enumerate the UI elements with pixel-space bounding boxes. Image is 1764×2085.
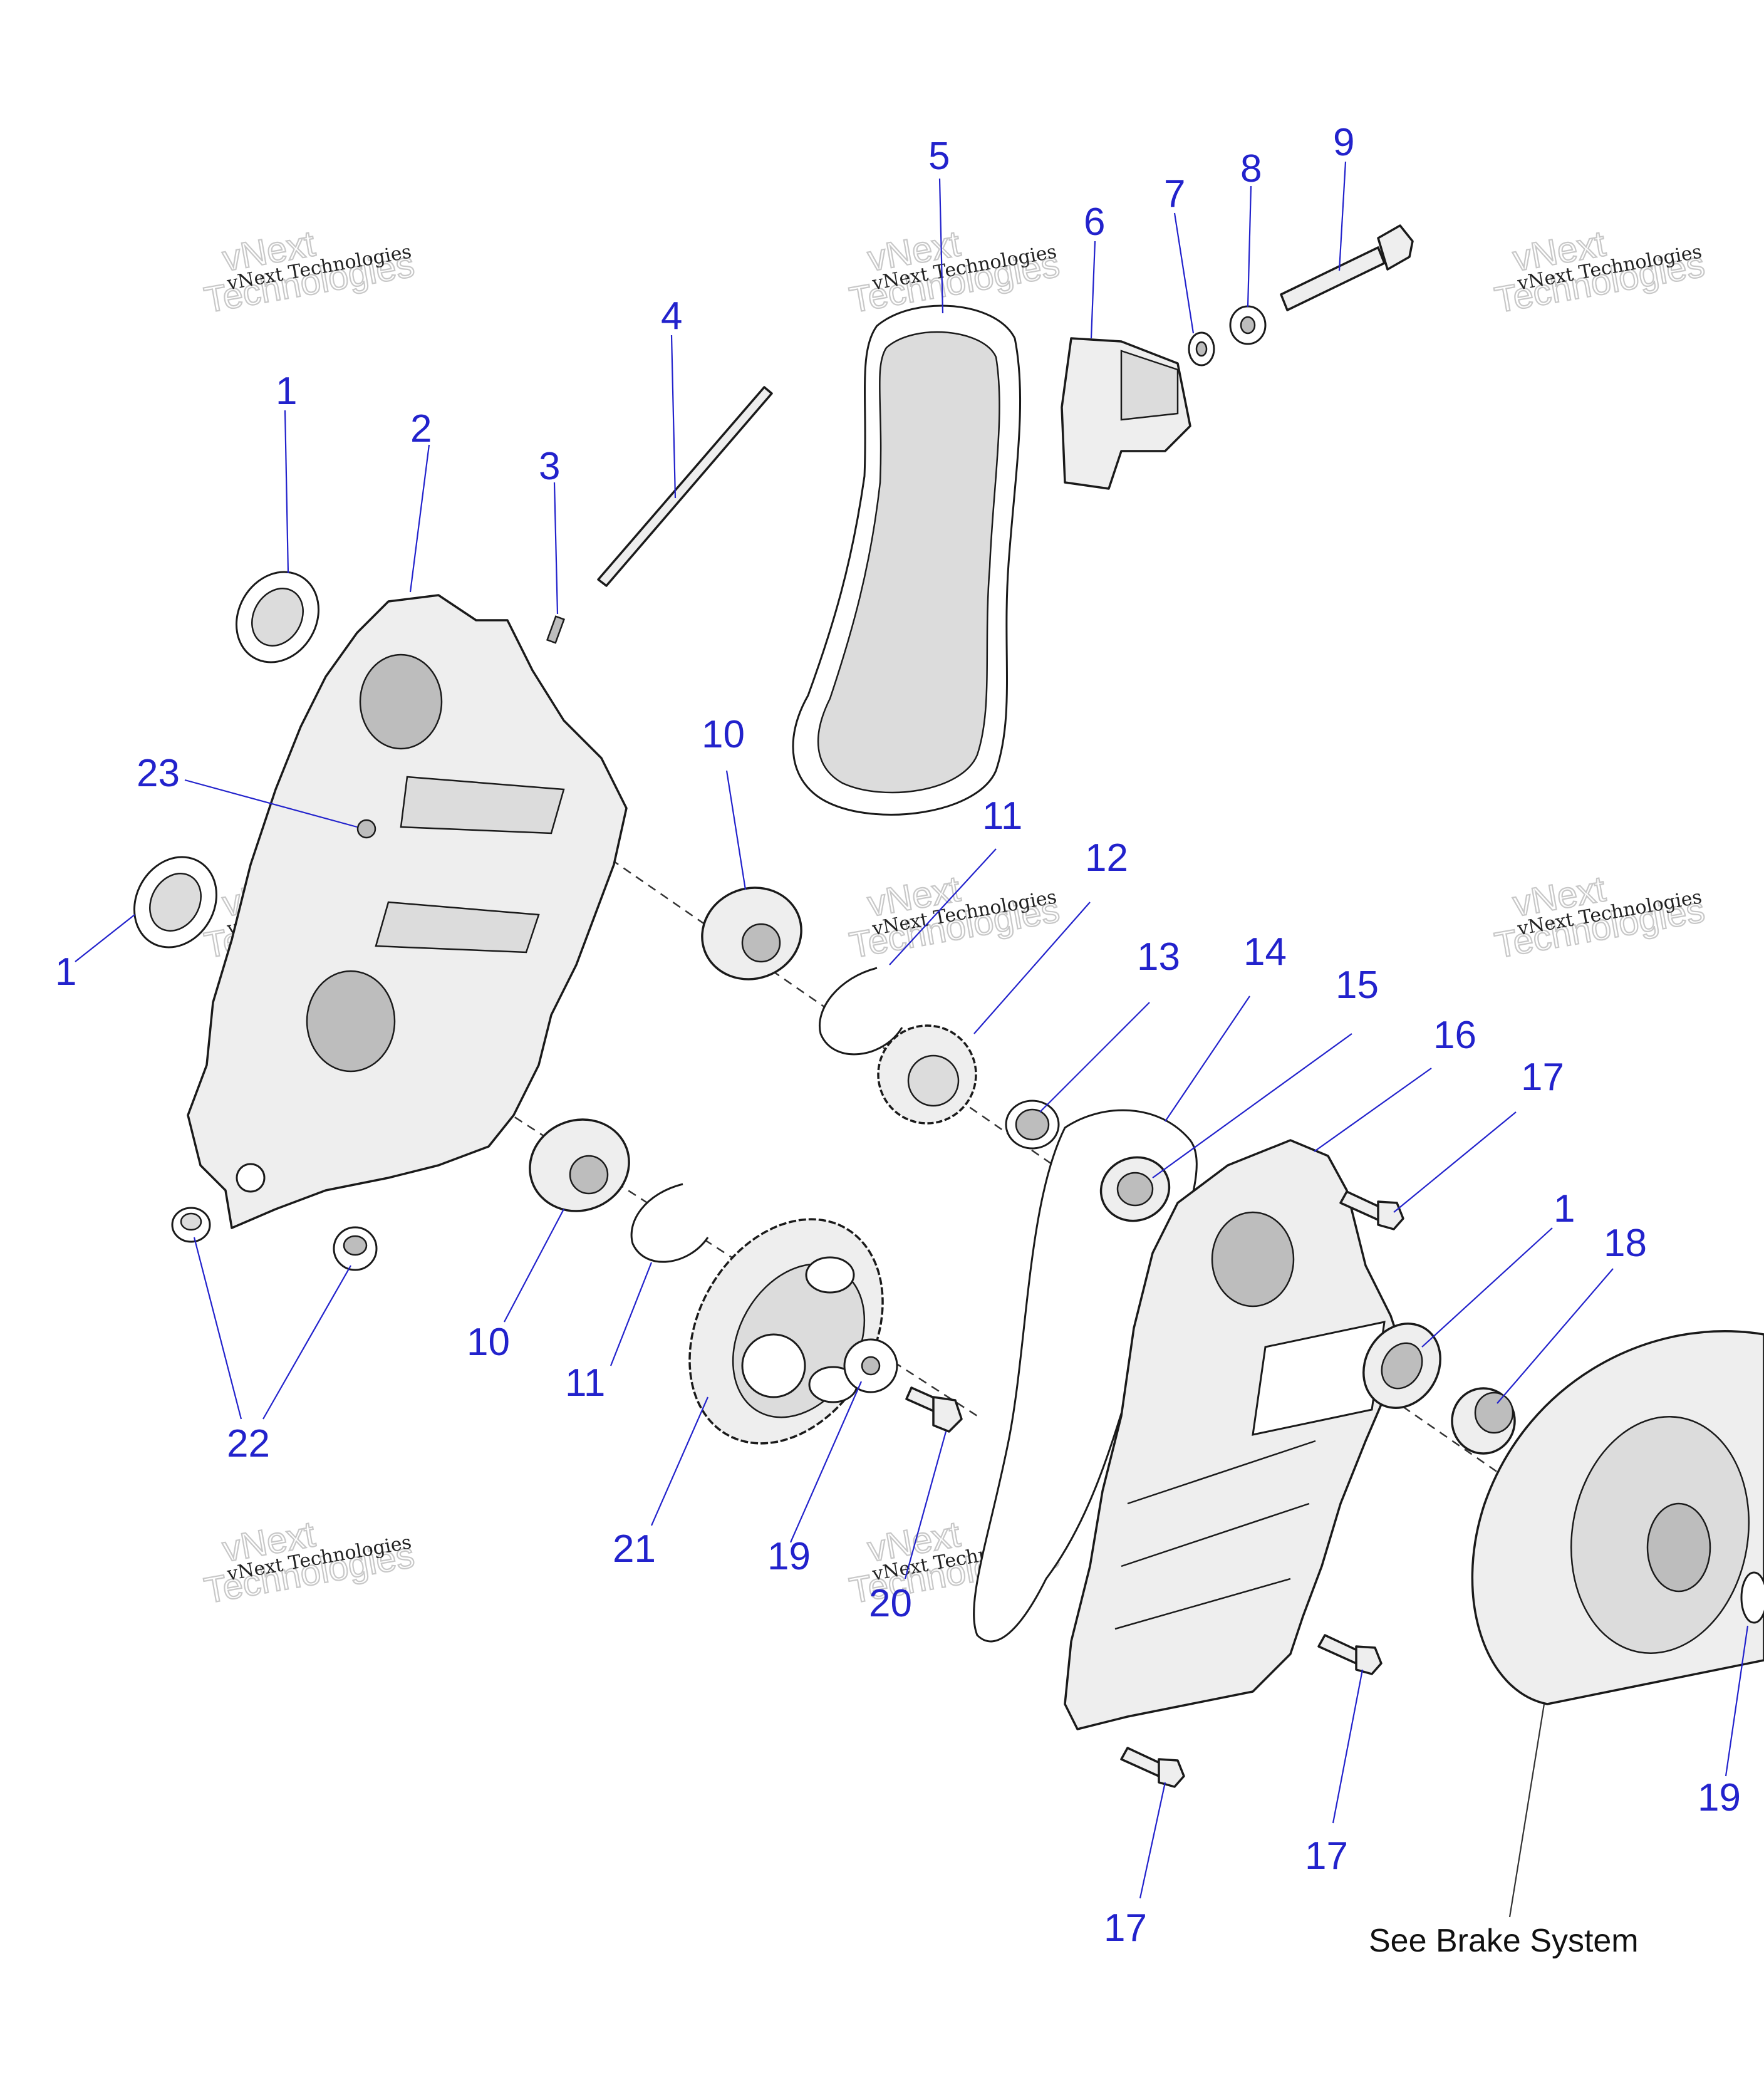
callout-20: 20 [869, 1582, 912, 1625]
callout-18: 18 [1604, 1222, 1647, 1265]
tensioner-part-6 [1061, 337, 1191, 490]
rod-part-4 [597, 386, 773, 587]
callout-numbers: 1 2 3 4 5 6 7 8 9 23 1 10 11 12 13 14 15… [55, 121, 1741, 1959]
snap-ring-part-11-lower [630, 1183, 709, 1263]
spacer-part-13 [1005, 1100, 1060, 1150]
bushing-part-18 [1451, 1387, 1516, 1455]
bolt-part-9 [1280, 224, 1414, 311]
callout-8: 8 [1240, 147, 1262, 190]
callout-13: 13 [1137, 935, 1180, 979]
callout-21: 21 [613, 1527, 656, 1571]
see-brake-system-note: See Brake System [1369, 1923, 1639, 1959]
callout-15: 15 [1336, 964, 1379, 1007]
bolt-part-17-upper [1339, 1190, 1404, 1230]
watermark-3: vNext Technologies vNext Technologies [1491, 222, 1708, 321]
callout-10-lower: 10 [467, 1321, 510, 1364]
watermark-6: vNext Technologies vNext Technologies [1491, 868, 1708, 967]
callout-11-upper: 11 [982, 794, 1022, 838]
bolt-part-17-lower [1120, 1747, 1185, 1788]
callout-14: 14 [1243, 930, 1287, 974]
bolt-part-17-middle [1317, 1634, 1383, 1675]
callout-19-left: 19 [767, 1535, 811, 1578]
callout-17-lower: 17 [1104, 1906, 1147, 1950]
seal-part-1-left [133, 856, 217, 949]
seal-part-15 [1099, 1156, 1171, 1222]
seal-part-1-upper [236, 571, 319, 663]
callout-19-right: 19 [1698, 1776, 1741, 1819]
bearing-part-10-lower [529, 1118, 630, 1212]
callout-17-upper: 17 [1521, 1056, 1564, 1099]
washer-part-7 [1188, 331, 1215, 367]
leader-lines [75, 161, 1749, 1918]
washer-part-19-right [1740, 1571, 1764, 1624]
callout-7: 7 [1164, 172, 1185, 216]
callout-12: 12 [1085, 836, 1128, 880]
callout-1-left: 1 [55, 950, 76, 994]
callout-3: 3 [539, 445, 560, 488]
seal-part-1-right [1362, 1323, 1441, 1409]
callout-16: 16 [1433, 1014, 1476, 1057]
callout-22: 22 [227, 1422, 270, 1465]
callout-23: 23 [137, 752, 180, 795]
callout-10-upper: 10 [702, 713, 745, 756]
gear-part-21 [688, 1218, 884, 1445]
plug-part-22-left [171, 1207, 211, 1243]
callout-9: 9 [1333, 121, 1354, 164]
callout-17-middle: 17 [1305, 1834, 1348, 1878]
callout-11-lower: 11 [565, 1361, 605, 1405]
watermark-2: vNext Technologies vNext Technologies [846, 222, 1063, 321]
inner-chaincase-part-2 [187, 594, 628, 1229]
pin-part-3 [546, 615, 566, 644]
watermark-7: vNext Technologies vNext Technologies [200, 1513, 418, 1612]
brake-disc [1471, 1330, 1764, 1705]
washer-part-19-left [843, 1338, 898, 1393]
chain-part-5 [792, 304, 1022, 816]
callout-1-top: 1 [276, 370, 297, 413]
snap-ring-part-11-upper [819, 967, 903, 1056]
callout-6: 6 [1084, 200, 1105, 244]
nut-part-8 [1229, 305, 1267, 345]
callout-1-right: 1 [1554, 1187, 1575, 1230]
bearing-part-10-upper [701, 887, 802, 980]
dowel-part-23 [356, 819, 376, 839]
bolt-part-20 [905, 1386, 963, 1433]
callout-5: 5 [928, 135, 950, 178]
watermark-5: vNext Technologies vNext Technologies [846, 868, 1063, 967]
outer-cover-part-16 [1064, 1139, 1404, 1730]
sprocket-part-12 [877, 1024, 977, 1125]
callout-2: 2 [410, 407, 432, 450]
plug-part-22-right [333, 1226, 378, 1271]
callout-4: 4 [661, 294, 682, 338]
watermark-1: vNext Technologies vNext Technologies [200, 222, 418, 321]
